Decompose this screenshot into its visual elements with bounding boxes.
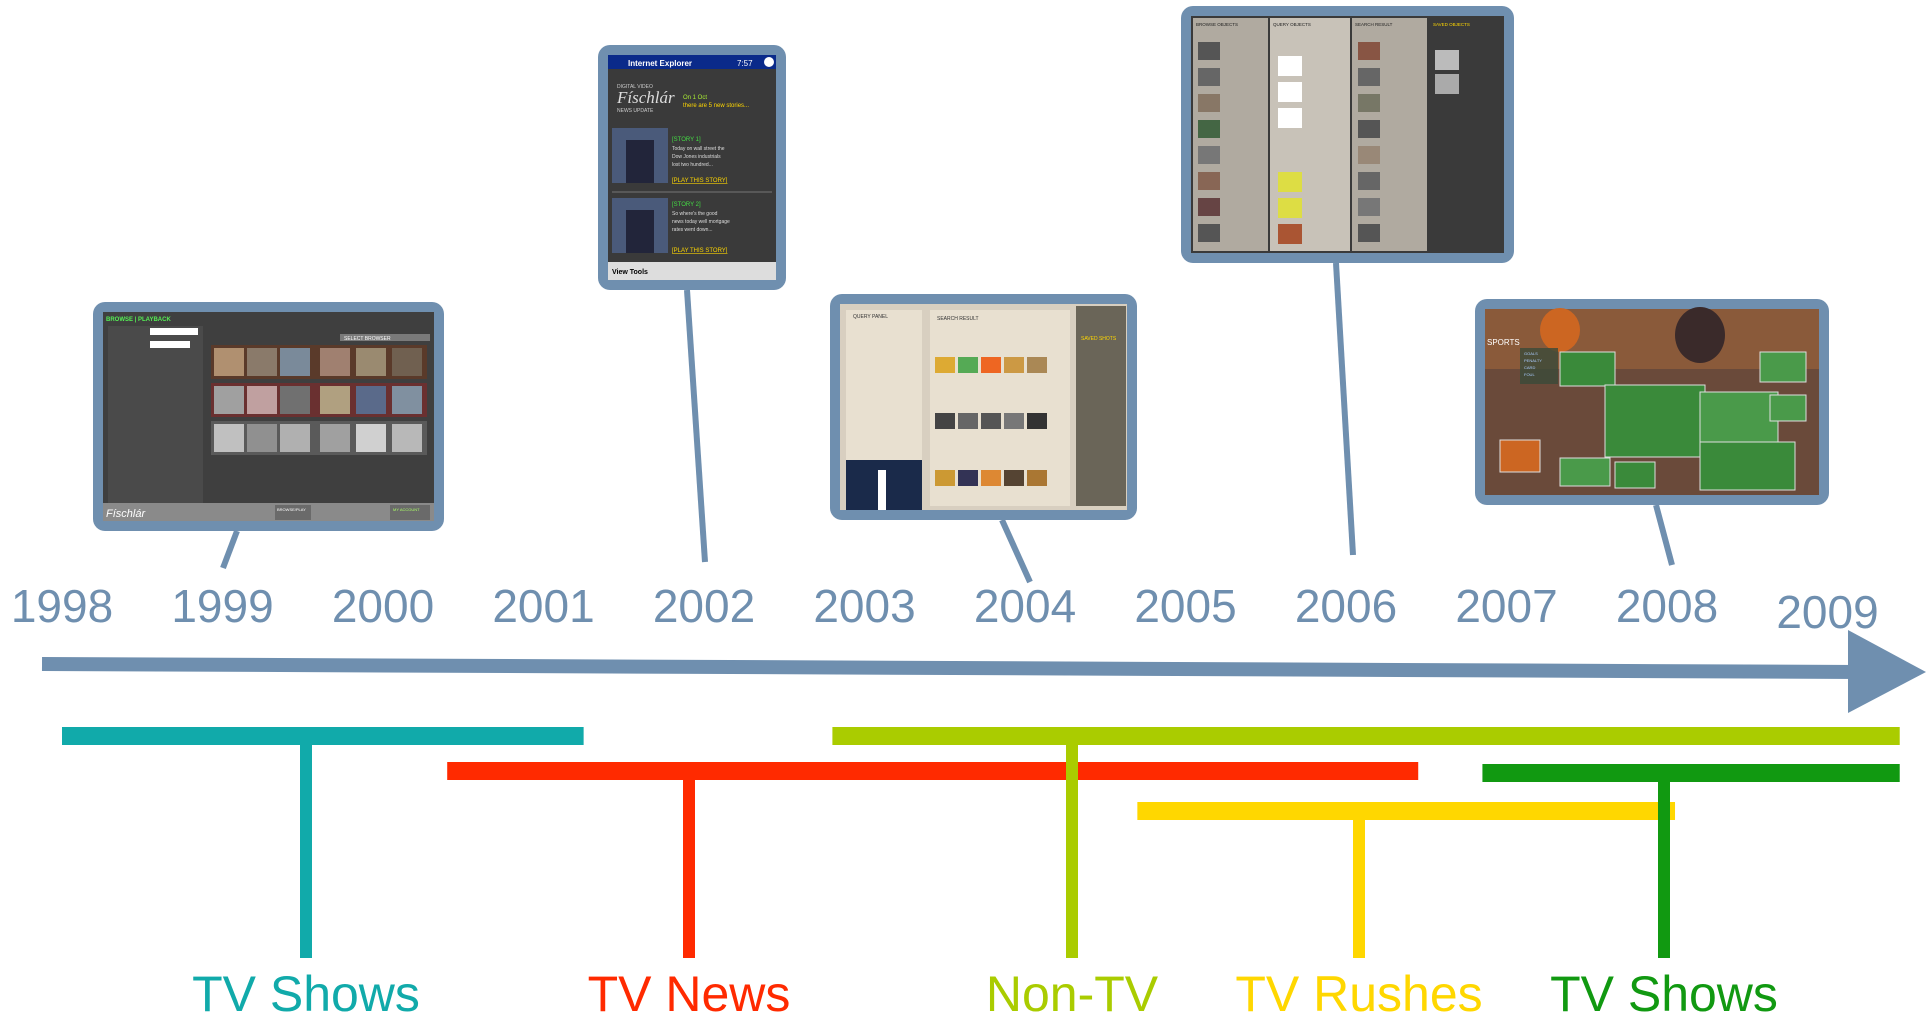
sports-item-goals[interactable]: GOALS [1524, 351, 1538, 356]
connector-2008 [1653, 504, 1675, 566]
axis-line [41, 657, 1861, 679]
saved-objects-title: SAVED OBJECTS [1433, 22, 1470, 27]
logo-1999: Físchlár [106, 508, 146, 520]
header-text-1999: BROWSE | PLAYBACK [106, 317, 171, 323]
select-1999[interactable] [150, 328, 198, 335]
svg-text:Today on wall street the: Today on wall street the [672, 146, 725, 152]
svg-text:On 1 Oct: On 1 Oct [683, 95, 707, 101]
year-label-2009: 2009 [1776, 586, 1878, 638]
connector-1999 [220, 529, 240, 570]
sports-item-penalty[interactable]: PENALTY [1524, 358, 1542, 363]
select-browser-button[interactable] [340, 334, 430, 341]
category-label-4: TV Shows [1550, 966, 1778, 1017]
match-frames-2008 [1499, 351, 1807, 491]
year-label-1999: 1999 [171, 580, 273, 632]
browse-objects-title: BROWSE OBJECTS [1196, 22, 1238, 27]
saved-shots-title: SAVED SHOTS [1081, 336, 1117, 342]
year-label-2006: 2006 [1295, 580, 1397, 632]
category-label-1: TV News [588, 966, 791, 1017]
year-label-2007: 2007 [1455, 580, 1557, 632]
sports-item-card[interactable]: CARD [1524, 365, 1535, 370]
search-result-title-2006: SEARCH RESULT [1355, 22, 1393, 27]
year-label-1998: 1998 [11, 580, 113, 632]
year-label-2004: 2004 [974, 580, 1076, 632]
close-icon[interactable] [764, 57, 774, 67]
play-story-link[interactable]: [PLAY THIS STORY] [672, 178, 728, 184]
clock: 7:57 [737, 59, 753, 68]
year-label-2008: 2008 [1616, 580, 1718, 632]
screenshot-2006: BROWSE OBJECTS QUERY OBJECTS SEARCH RESU… [1181, 6, 1514, 556]
svg-text:Dow Jones industrials: Dow Jones industrials [672, 154, 721, 160]
year-label-2002: 2002 [653, 580, 755, 632]
svg-text:rates went down...: rates went down... [672, 227, 713, 233]
category-label-3: TV Rushes [1235, 966, 1482, 1017]
category-label-2: Non-TV [986, 966, 1159, 1017]
svg-text:DIGITAL VIDEO: DIGITAL VIDEO [617, 84, 653, 90]
input-1999[interactable] [150, 341, 190, 348]
connector-2006 [1333, 262, 1356, 556]
browse-play-button[interactable] [275, 505, 311, 520]
svg-text:BROWSE/PLAY: BROWSE/PLAY [277, 507, 306, 512]
year-label-2003: 2003 [813, 580, 915, 632]
connector-2002 [684, 289, 708, 563]
year-label-2001: 2001 [492, 580, 594, 632]
screenshot-2004: QUERY PANEL SEARCH RESULT SAVED SHOTS [830, 294, 1137, 584]
svg-text:[STORY 1]: [STORY 1] [672, 137, 701, 143]
year-label-2005: 2005 [1134, 580, 1236, 632]
svg-text:[STORY 2]: [STORY 2] [672, 202, 701, 208]
axis-arrowhead [1848, 630, 1926, 713]
play-story-link-2[interactable]: [PLAY THIS STORY] [672, 248, 728, 254]
connector-2004 [999, 518, 1033, 584]
svg-text:NEWS UPDATE: NEWS UPDATE [617, 108, 654, 114]
query-objects-title: QUERY OBJECTS [1273, 22, 1311, 27]
category-bars: TV Shows TV News Non-TV TV Rushes TV Shows [62, 727, 1900, 1017]
thumb-rows-1999 [211, 345, 427, 455]
svg-text:lost two hundred...: lost two hundred... [672, 162, 713, 168]
svg-text:MY ACCOUNT: MY ACCOUNT [393, 507, 420, 512]
ie-menu[interactable]: View Tools [612, 269, 648, 276]
sports-item-foul[interactable]: FOUL [1524, 372, 1535, 377]
svg-text:So where's the good: So where's the good [672, 211, 718, 217]
year-label-2000: 2000 [332, 580, 434, 632]
object-thumbs-2006 [1198, 42, 1459, 244]
svg-text:news today well mortgage: news today well mortgage [672, 219, 730, 225]
year-labels: 1998 1999 2000 2001 2002 2003 2004 2005 2006 2007… [11, 580, 1879, 638]
fischlar-logo: Físchlár [616, 88, 675, 107]
screenshot-1999: BROWSE | PLAYBACK SELECT BROWSER Físchlá… [93, 302, 444, 570]
svg-text:SELECT BROWSER: SELECT BROWSER [344, 336, 391, 342]
my-account-button[interactable] [390, 505, 430, 520]
result-thumbs-2004 [935, 357, 1047, 486]
timeline-axis [41, 630, 1926, 713]
search-result-title: SEARCH RESULT [937, 316, 979, 322]
svg-text:there are 5 new stories...: there are 5 new stories... [683, 103, 749, 109]
sports-menu-title: SPORTS [1487, 338, 1520, 347]
screenshot-2008: SPORTS GOALS PENALTY CARD FOUL [1475, 299, 1829, 566]
screenshot-2002: Internet Explorer 7:57 DIGITAL VIDEO Fís… [598, 45, 786, 563]
ie-titlebar: Internet Explorer [628, 59, 692, 68]
category-label-0: TV Shows [192, 966, 420, 1017]
query-panel-title: QUERY PANEL [853, 314, 888, 320]
